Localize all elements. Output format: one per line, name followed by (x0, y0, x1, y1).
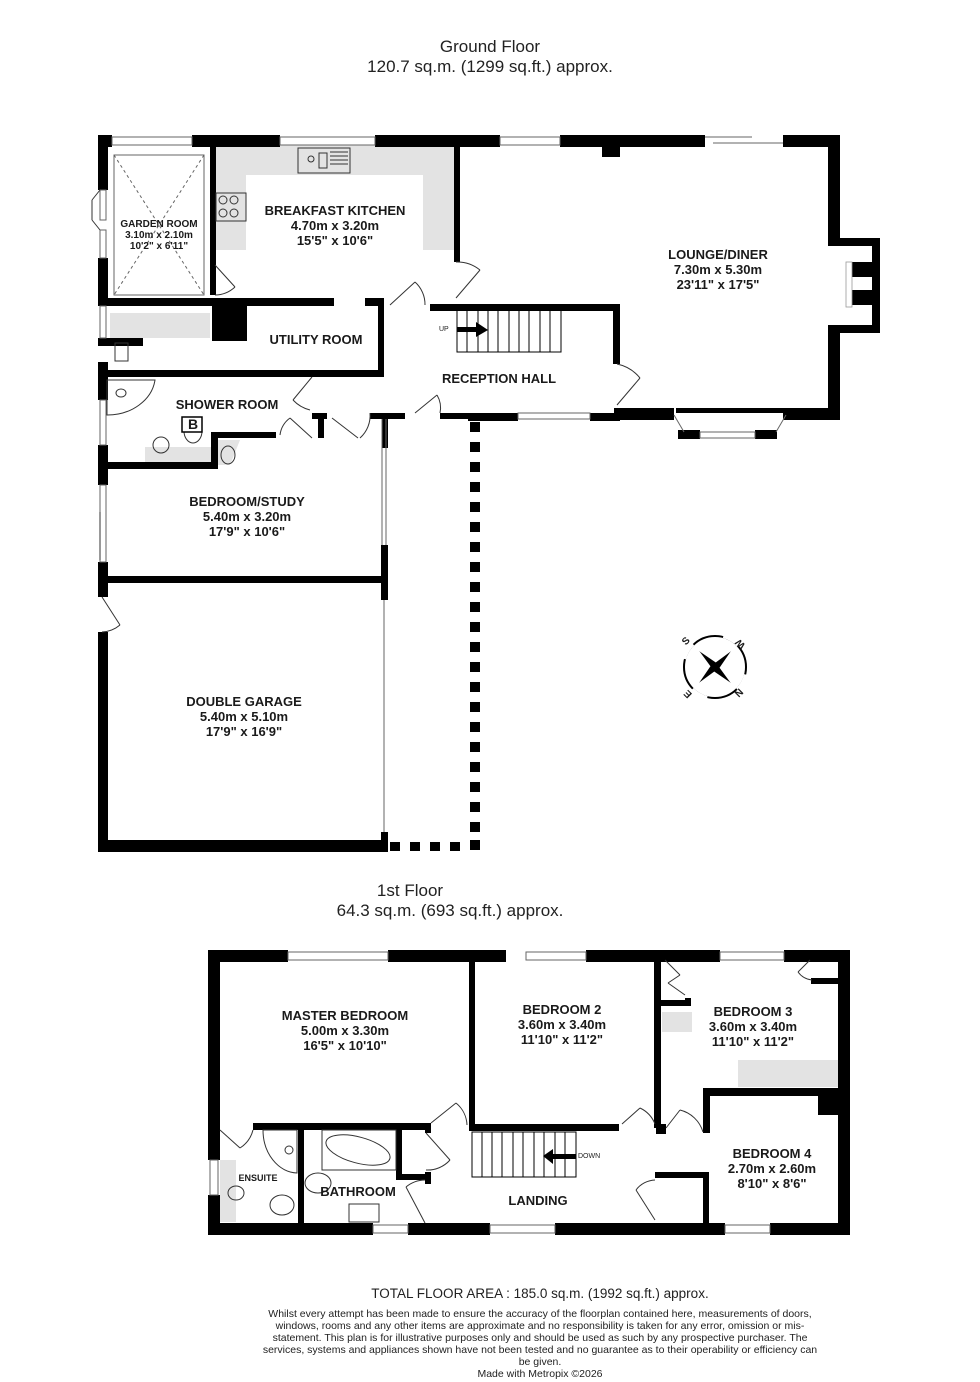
stairs-down-arrow-icon (543, 1149, 576, 1164)
boiler-icon: B (187, 416, 199, 432)
room-label-bedroom-2: BEDROOM 2 3.60m x 3.40m 11'10" x 11'2" (517, 1002, 607, 1047)
ground-floor-name: Ground Floor (439, 37, 541, 56)
ground-floor-title: Ground Floor 120.7 sq.m. (1299 sq.ft.) a… (300, 37, 680, 77)
room-label-reception-hall: RECEPTION HALL (441, 371, 557, 386)
room-label-bathroom: BATHROOM (320, 1184, 396, 1199)
room-label-garden-room: GARDEN ROOM 3.10m x 2.10m 10'2" x 6'11" (120, 219, 198, 252)
ground-floor-area: 120.7 sq.m. (1299 sq.ft.) approx. (367, 57, 613, 76)
room-label-double-garage: DOUBLE GARAGE 5.40m x 5.10m 17'9" x 16'9… (186, 694, 302, 739)
room-label-master-bedroom: MASTER BEDROOM 5.00m x 3.30m 16'5" x 10'… (281, 1008, 409, 1053)
stairs-up-arrow-icon (457, 322, 488, 337)
room-label-bedroom-study: BEDROOM/STUDY 5.40m x 3.20m 17'9" x 10'6… (189, 494, 305, 539)
room-label-bedroom-4: BEDROOM 4 2.70m x 2.60m 8'10" x 8'6" (727, 1146, 817, 1191)
sink-and-hob (215, 147, 351, 222)
ground-floor-plan (91, 135, 880, 852)
first-floor-title: 1st Floor 64.3 sq.m. (693 sq.ft.) approx… (300, 881, 600, 921)
first-stairs (471, 1131, 577, 1178)
stairs-up-label: UP (439, 326, 449, 333)
total-floor-area: TOTAL FLOOR AREA : 185.0 sq.m. (1992 sq.… (371, 1286, 709, 1301)
first-floor-area: 64.3 sq.m. (693 sq.ft.) approx. (336, 901, 564, 920)
room-label-lounge-diner: LOUNGE/DINER 7.30m x 5.30m 23'11" x 17'5… (668, 247, 768, 292)
room-label-bedroom-3: BEDROOM 3 3.60m x 3.40m 11'10" x 11'2" (708, 1004, 798, 1049)
shower-room-fixtures (106, 342, 236, 465)
disclaimer-text: Whilst every attempt has been made to en… (262, 1308, 818, 1368)
room-label-landing: LANDING (508, 1193, 568, 1208)
room-label-shower-room: SHOWER ROOM (175, 397, 279, 412)
bathroom-fixtures (227, 1129, 397, 1223)
stairs-down-label: DOWN (578, 1153, 601, 1160)
room-label-ensuite: ENSUITE (238, 1173, 278, 1183)
room-label-utility-room: UTILITY ROOM (269, 332, 363, 347)
first-floor-name: 1st Floor (376, 881, 444, 900)
compass-rose-icon (679, 631, 751, 703)
room-label-breakfast-kitchen: BREAKFAST KITCHEN 4.70m x 3.20m 15'5" x … (264, 203, 406, 248)
first-floor-plan (208, 950, 850, 1235)
made-with-credit: Made with Metropix ©2026 (477, 1368, 603, 1380)
garage-boundary-dots (390, 422, 480, 851)
